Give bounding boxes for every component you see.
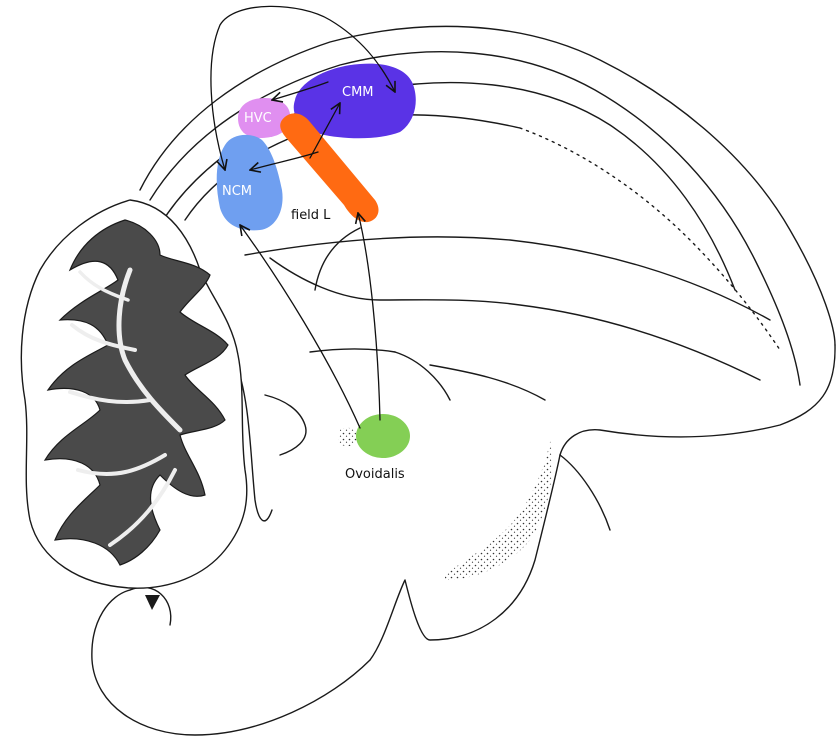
ncm-label: NCM	[222, 184, 252, 199]
ovoidalis-label: Ovoidalis	[345, 467, 405, 482]
ovoidalis-region	[356, 414, 410, 458]
field-l-label: field L	[291, 208, 331, 223]
cerebellum	[21, 200, 246, 588]
arrow-ovoidalis-to-ncm	[240, 225, 360, 428]
arrow-ovoidalis-to-field-l	[358, 213, 380, 420]
cerebellar-notch	[145, 595, 160, 610]
ncm-region	[217, 135, 283, 231]
cmm-label: CMM	[342, 85, 374, 100]
hvc-label: HVC	[244, 111, 272, 126]
